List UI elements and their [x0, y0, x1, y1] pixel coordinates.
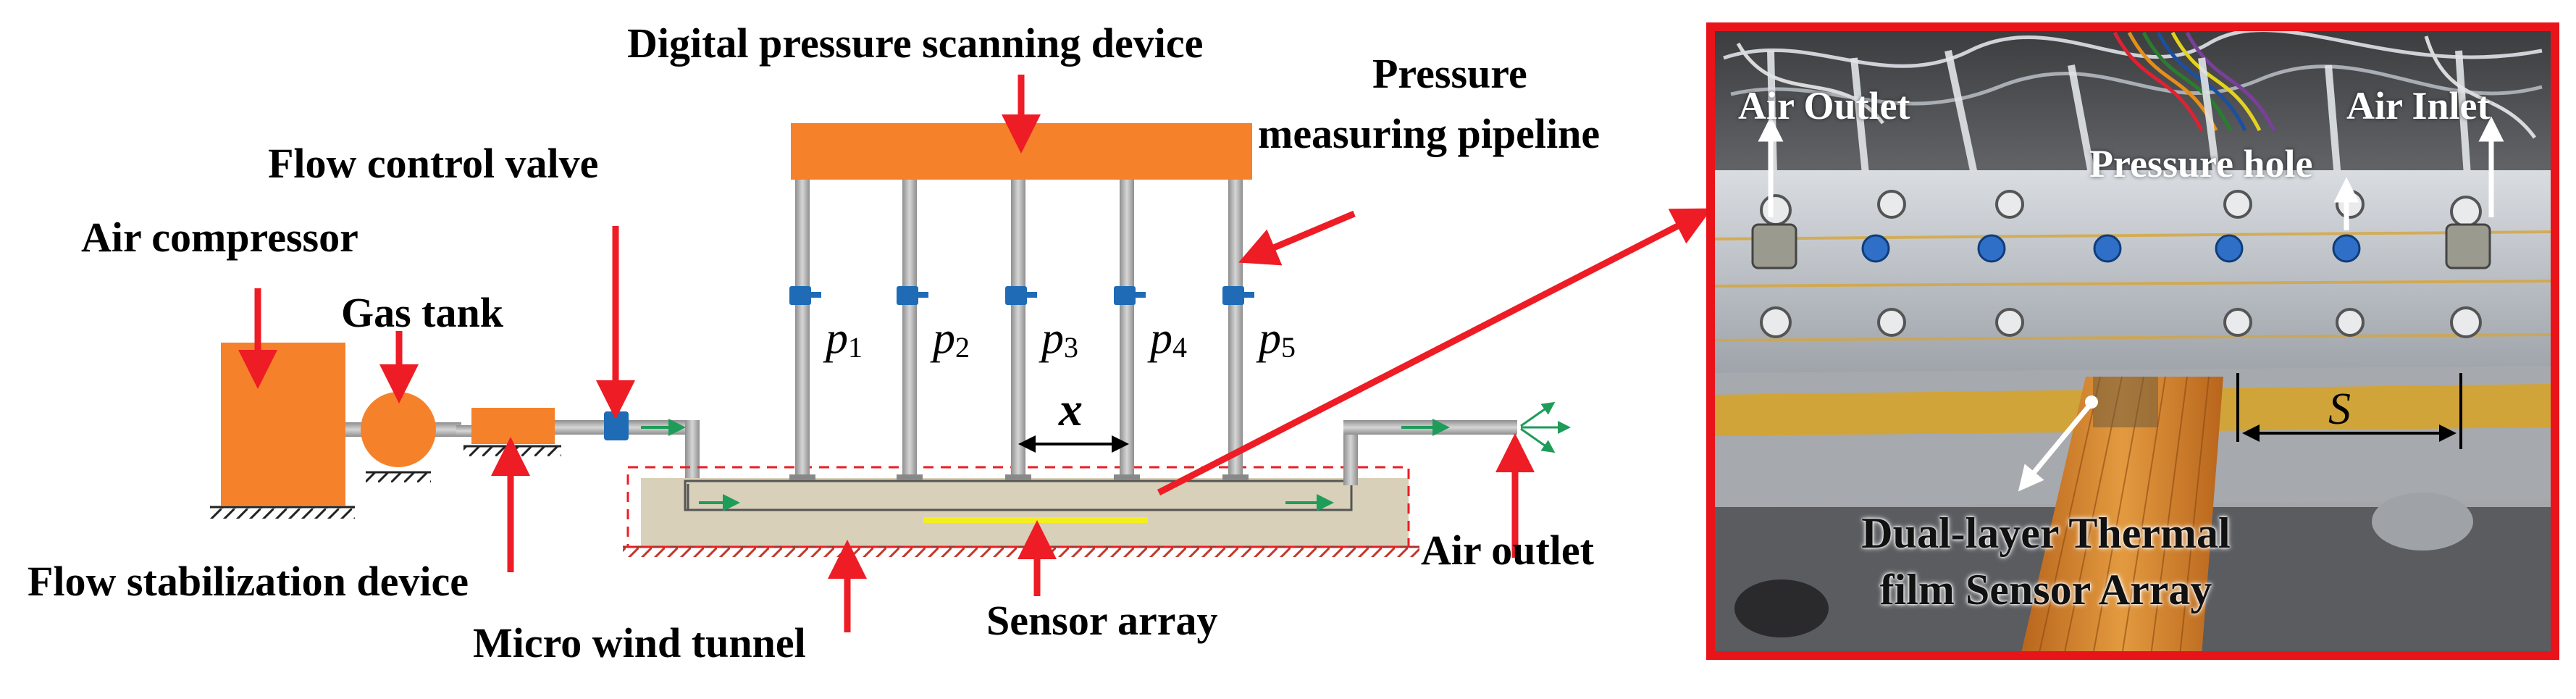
sensor-block	[1711, 170, 2555, 373]
photo-frame	[1706, 22, 2559, 660]
label-p1: p1	[826, 313, 863, 364]
label-air-outlet: Air outlet	[1421, 527, 1594, 574]
label-spacing-x: x	[1059, 383, 1083, 436]
outlet-fitting	[1751, 223, 1797, 269]
label-pressure-measuring-pipeline-line2: measuring pipeline	[1258, 110, 1600, 157]
label-p1-index: 1	[848, 331, 863, 364]
flow-stabilization-device	[471, 408, 555, 444]
label-p2: p2	[933, 313, 970, 364]
label-sensor-array: Sensor array	[986, 597, 1218, 644]
sensor-array-strip	[923, 517, 1148, 523]
tunnel-channel	[684, 480, 1353, 511]
photo-label-sensor-array-line2: film Sensor Array	[1879, 566, 2212, 614]
pipeline-valves	[789, 286, 1254, 305]
inlet-fitting	[2445, 223, 2491, 269]
label-flow-stabilization-device: Flow stabilization device	[28, 558, 469, 605]
tunnel-ground	[623, 547, 1419, 557]
label-digital-pressure-scanning-device: Digital pressure scanning device	[627, 20, 1204, 67]
photo-label-spacing-s: S	[2328, 385, 2351, 434]
label-p2-symbol: p	[933, 314, 955, 363]
label-p4-symbol: p	[1150, 314, 1172, 363]
label-p3: p3	[1041, 313, 1078, 364]
label-p3-symbol: p	[1041, 314, 1064, 363]
gas-tank	[361, 392, 436, 467]
label-p5-index: 5	[1281, 331, 1296, 364]
micro-wind-tunnel	[641, 478, 1409, 547]
air-compressor-ground	[210, 507, 355, 519]
photo-label-sensor-array-line1: Dual-layer Thermal	[1861, 509, 2231, 557]
label-air-compressor: Air compressor	[81, 214, 358, 261]
label-p3-index: 3	[1064, 331, 1078, 364]
photo-panel	[1706, 22, 2559, 660]
photo-callout-arrows	[1758, 116, 2504, 492]
label-flow-control-valve: Flow control valve	[268, 140, 599, 187]
callout-arrows	[238, 75, 1713, 632]
outlet-flow-spray	[1520, 401, 1571, 453]
cable-tangle	[1723, 28, 2543, 139]
label-p1-symbol: p	[826, 314, 848, 363]
photo-label-air-outlet: Air Outlet	[1738, 84, 1910, 127]
inlet-pipe-riser	[685, 420, 700, 485]
gas-tank-ground	[366, 472, 431, 482]
blue-fittings	[1861, 234, 2361, 263]
label-micro-wind-tunnel: Micro wind tunnel	[473, 619, 806, 666]
label-p4: p4	[1150, 313, 1187, 364]
outlet-pipe-riser	[1343, 420, 1358, 485]
flow-control-valve	[604, 411, 629, 440]
label-p4-index: 4	[1172, 331, 1187, 364]
label-p5-symbol: p	[1259, 314, 1281, 363]
schematic	[210, 75, 1713, 632]
label-pressure-measuring-pipeline-line1: Pressure	[1372, 50, 1527, 97]
air-compressor	[221, 343, 345, 506]
label-p2-index: 2	[955, 331, 970, 364]
label-p5: p5	[1259, 313, 1296, 364]
stabilizer-ground	[463, 446, 561, 456]
label-gas-tank: Gas tank	[341, 289, 504, 336]
photo-label-air-inlet: Air Inlet	[2346, 84, 2491, 127]
photo-label-pressure-hole: Pressure hole	[2089, 142, 2313, 185]
sensor-film	[2021, 377, 2223, 656]
